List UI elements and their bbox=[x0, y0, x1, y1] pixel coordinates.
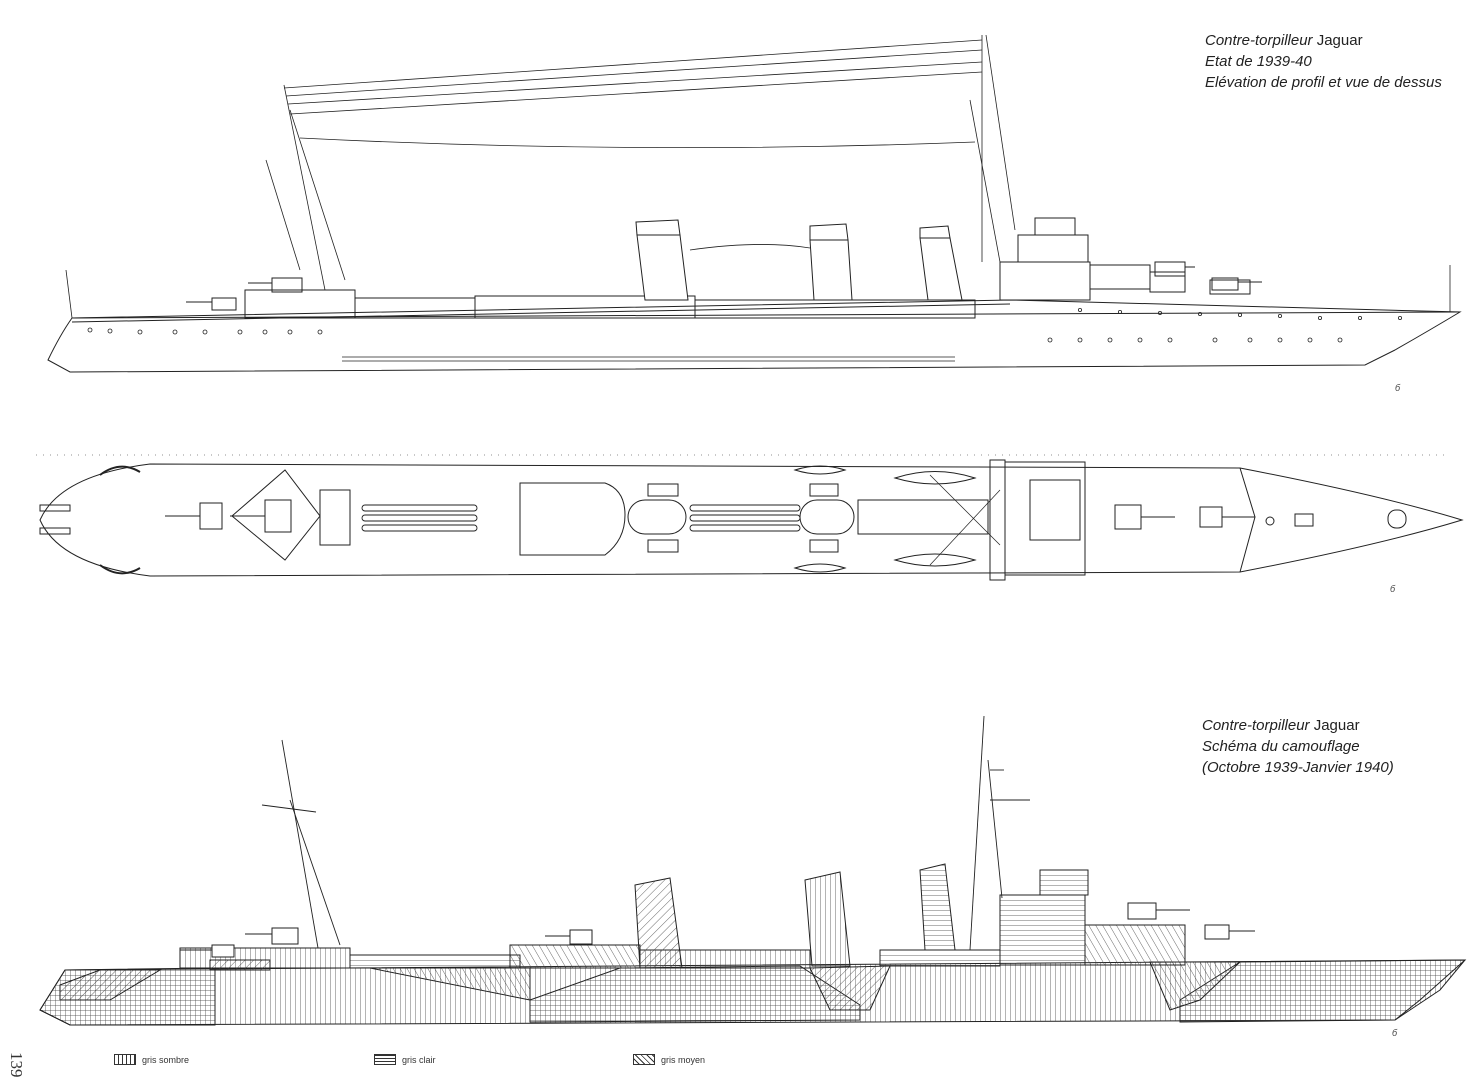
top-turrets bbox=[165, 499, 1255, 533]
legend-swatch-vertical bbox=[114, 1054, 136, 1065]
camouflage-profile bbox=[39, 715, 1467, 1026]
caption-title: Contre-torpilleur Jaguar bbox=[1205, 30, 1442, 51]
caption-ship-name: Jaguar bbox=[1313, 717, 1360, 734]
profile-elevation bbox=[47, 34, 1462, 373]
legend-item-light-gray: gris clair bbox=[374, 1054, 436, 1065]
legend-label: gris sombre bbox=[142, 1054, 190, 1065]
camouflage-caption: Contre-torpilleur Jaguar Schéma du camou… bbox=[1202, 715, 1394, 778]
caption-title-prefix: Contre-torpilleur bbox=[1202, 717, 1310, 734]
masts-rigging bbox=[65, 34, 1451, 319]
boats bbox=[793, 465, 977, 573]
torpedo-tubes bbox=[361, 504, 801, 532]
page-number: 139 bbox=[7, 1052, 26, 1078]
caption-title: Contre-torpilleur Jaguar bbox=[1202, 715, 1394, 736]
caption-subtitle: Schéma du camouflage bbox=[1202, 738, 1360, 755]
artist-signature: б bbox=[1395, 383, 1401, 393]
funnels bbox=[635, 219, 963, 301]
top-view bbox=[36, 454, 1464, 581]
artist-signature: б bbox=[1390, 584, 1396, 594]
caption-state: Etat de 1939-40 bbox=[1205, 53, 1312, 70]
profile-guns bbox=[186, 261, 1262, 311]
artist-signature: б bbox=[1392, 1028, 1398, 1038]
profile-caption: Contre-torpilleur Jaguar Etat de 1939-40… bbox=[1205, 30, 1442, 93]
legend-label: gris clair bbox=[402, 1054, 436, 1065]
caption-title-prefix: Contre-torpilleur bbox=[1205, 32, 1313, 49]
portholes bbox=[87, 307, 1403, 343]
legend-swatch-diagonal bbox=[633, 1054, 655, 1065]
caption-subtitle: Elévation de profil et vue de dessus bbox=[1205, 74, 1442, 91]
legend-item-dark-gray: gris sombre bbox=[114, 1054, 189, 1065]
legend-swatch-horizontal bbox=[374, 1054, 396, 1065]
caption-period: (Octobre 1939-Janvier 1940) bbox=[1202, 759, 1394, 776]
legend-item-mid-gray: gris moyen bbox=[633, 1054, 705, 1065]
legend-label: gris moyen bbox=[661, 1054, 706, 1065]
caption-ship-name: Jaguar bbox=[1316, 32, 1363, 49]
